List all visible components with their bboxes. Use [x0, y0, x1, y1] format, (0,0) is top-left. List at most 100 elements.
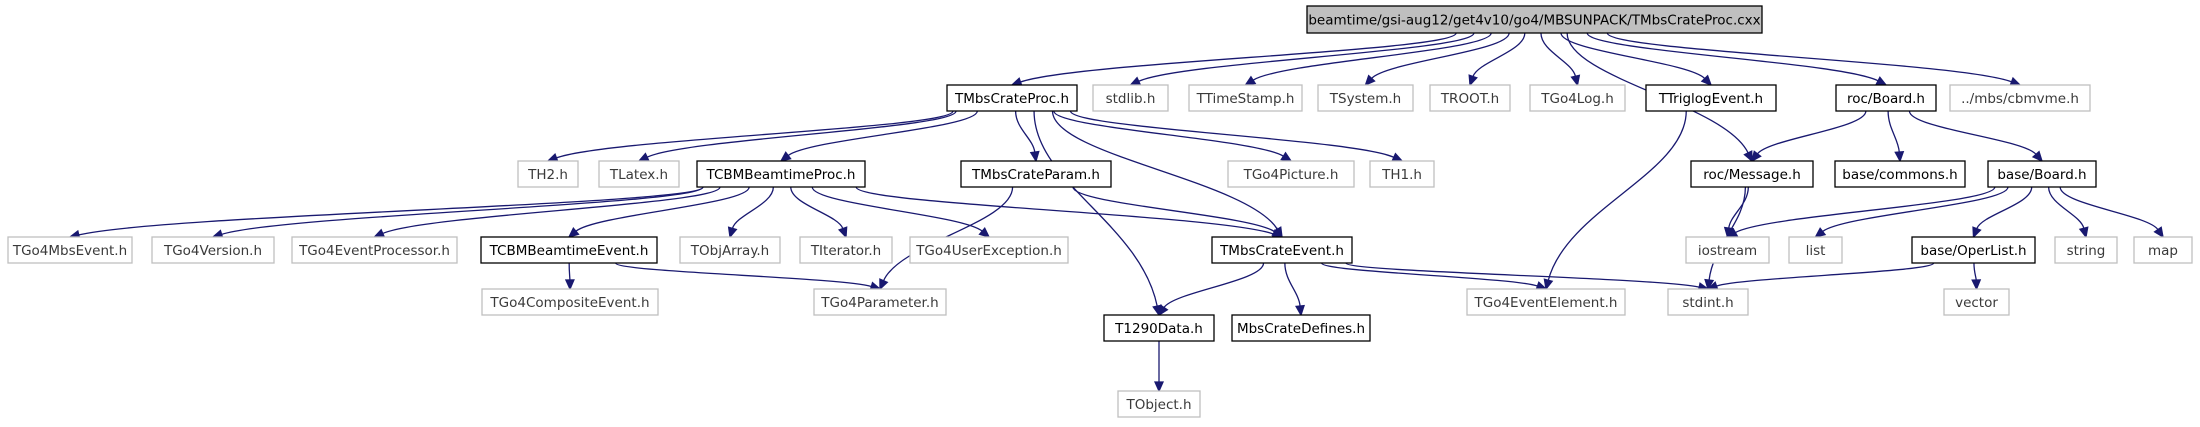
node-box	[1211, 236, 1353, 264]
node-roc-board-h[interactable]: roc/Board.h	[1835, 84, 1937, 112]
node-box	[151, 236, 275, 264]
node-root[interactable]: beamtime/gsi-aug12/get4v10/go4/MBSUNPACK…	[1306, 5, 1763, 34]
node-label: base/OperList.h	[1920, 243, 2026, 259]
node-box	[480, 236, 658, 264]
node-tcbmbeamtimeproc-h[interactable]: TCBMBeamtimeProc.h	[696, 160, 866, 188]
node-tcbmbeamtimeevent-h[interactable]: TCBMBeamtimeEvent.h	[480, 236, 658, 264]
edge-roc-board-h-to-base-board-h	[1908, 110, 2044, 163]
edge-tcbmbeamtimeproc-h-to-tgo4version-h	[211, 186, 704, 239]
node-label: TCBMBeamtimeEvent.h	[489, 243, 649, 259]
node-box	[960, 160, 1112, 188]
node-label: TIterator.h	[810, 243, 881, 259]
edge-base-operlist-h-to-vector	[1971, 262, 1982, 291]
node-tgo4parameter-h: TGo4Parameter.h	[813, 288, 947, 316]
edge-base-operlist-h-to-stdint-h	[1706, 262, 1935, 291]
node-label: TMbsCrateEvent.h	[1219, 243, 1344, 259]
edge-root-to-tmbscrateproc-h	[1010, 32, 1457, 87]
node-t1290data-h[interactable]: T1290Data.h	[1103, 314, 1215, 342]
edge-tmbscrateevent-h-to-tgo4eventelement-h	[1320, 262, 1548, 291]
edge-roc-board-h-to-base-commons-h	[1887, 110, 1905, 163]
node-roc-message-h[interactable]: roc/Message.h	[1690, 160, 1814, 188]
node-box	[1943, 288, 2010, 316]
node-box	[1949, 84, 2091, 112]
node-box	[1788, 236, 1843, 264]
node-label: TGo4CompositeEvent.h	[489, 295, 649, 311]
node-map: map	[2133, 236, 2193, 264]
node-box	[1529, 84, 1626, 112]
node-label: TROOT.h	[1440, 91, 1499, 107]
node-label: base/Board.h	[1997, 167, 2086, 183]
node-tgo4log-h: TGo4Log.h	[1529, 84, 1626, 112]
edge-base-board-h-to-string	[2047, 186, 2089, 239]
node-box	[1369, 160, 1435, 188]
node-box	[1103, 314, 1215, 342]
node-label: TObjArray.h	[690, 243, 769, 259]
node-tlatex-h: TLatex.h	[598, 160, 680, 188]
node-label: TH1.h	[1381, 167, 1422, 183]
node-label: beamtime/gsi-aug12/get4v10/go4/MBSUNPACK…	[1308, 13, 1760, 29]
node-label: TSystem.h	[1329, 91, 1401, 107]
node-box	[1667, 288, 1749, 316]
edge-tmbscrateproc-h-to-t1290data-h	[1033, 110, 1162, 317]
node-label: TGo4Log.h	[1540, 91, 1614, 107]
edge-tmbscrateproc-h-to-th2-h	[546, 110, 954, 163]
nodes-layer: beamtime/gsi-aug12/get4v10/go4/MBSUNPACK…	[7, 5, 2193, 418]
node-base-commons-h[interactable]: base/commons.h	[1834, 160, 1966, 188]
node-tsystem-h: TSystem.h	[1317, 84, 1414, 112]
node-box	[1685, 236, 1770, 264]
node-box	[598, 160, 680, 188]
node-box	[1690, 160, 1814, 188]
node-box	[1188, 84, 1303, 112]
node-label: TMbsCrateParam.h	[971, 167, 1100, 183]
node-stdint-h: stdint.h	[1667, 288, 1749, 316]
node-box	[909, 236, 1069, 264]
node-box	[1987, 160, 2097, 188]
node-label: TGo4Parameter.h	[820, 295, 938, 311]
node-label: TMbsCrateProc.h	[954, 91, 1069, 107]
edge-roc-message-h-to-stdint-h	[1704, 186, 1747, 291]
node-tgo4eventprocessor-h: TGo4EventProcessor.h	[291, 236, 458, 264]
node-ttriglogevent-h[interactable]: TTriglogEvent.h	[1645, 84, 1777, 112]
edge-tcbmbeamtimeproc-h-to-titerator-h	[790, 186, 848, 239]
edge-base-board-h-to-list	[1814, 186, 2009, 238]
node-titerator-h: TIterator.h	[799, 236, 893, 264]
node-label: string	[2067, 243, 2106, 259]
node-box	[1466, 288, 1626, 316]
node-label: TObject.h	[1125, 397, 1191, 413]
node-tmbscrateparam-h[interactable]: TMbsCrateParam.h	[960, 160, 1112, 188]
node-tgo4compositeevent-h: TGo4CompositeEvent.h	[481, 288, 659, 316]
node-box	[1834, 160, 1966, 188]
node-tmbscrateevent-h[interactable]: TMbsCrateEvent.h	[1211, 236, 1353, 264]
node-mbscratedefines-h[interactable]: MbsCrateDefines.h	[1231, 314, 1371, 342]
node-tgo4picture-h: TGo4Picture.h	[1227, 160, 1355, 188]
edge-root-to-ttimestamp-h	[1244, 32, 1492, 86]
node-label: TGo4Picture.h	[1243, 167, 1339, 183]
node-box	[1645, 84, 1777, 112]
node-box	[1227, 160, 1355, 188]
edge-roc-board-h-to-roc-message-h	[1751, 110, 1867, 163]
edge-base-board-h-to-base-operlist-h	[1972, 186, 2033, 239]
edge-ttriglogevent-h-to-tgo4eventelement-h	[1543, 110, 1687, 291]
node-box	[1231, 314, 1371, 342]
node-tmbscrateproc-h[interactable]: TMbsCrateProc.h	[946, 84, 1078, 112]
edge-root-to-tsystem-h	[1364, 32, 1510, 87]
node-label: stdlib.h	[1106, 91, 1156, 107]
node-base-board-h[interactable]: base/Board.h	[1987, 160, 2097, 188]
node-label: map	[2148, 243, 2178, 259]
node-box	[1835, 84, 1937, 112]
edge-tcbmbeamtimeproc-h-to-tobjarray-h	[727, 186, 774, 239]
node-mbs-cbmvme-h: ../mbs/cbmvme.h	[1949, 84, 2091, 112]
edge-tcbmbeamtimeproc-h-to-tmbscrateevent-h	[855, 186, 1284, 239]
edge-root-to-tgo4log-h	[1540, 32, 1581, 87]
edge-tmbscrateevent-h-to-mbscratedefines-h	[1284, 262, 1305, 317]
node-label: TGo4EventProcessor.h	[298, 243, 450, 259]
node-box	[696, 160, 866, 188]
node-tobject-h: TObject.h	[1117, 390, 1201, 418]
edge-tmbscrateevent-h-to-stdint-h	[1345, 262, 1710, 292]
node-label: TLatex.h	[609, 167, 668, 183]
node-box	[1911, 236, 2036, 264]
edge-tmbscrateproc-h-to-th1-h	[1069, 110, 1404, 162]
node-base-operlist-h[interactable]: base/OperList.h	[1911, 236, 2036, 264]
node-troot-h: TROOT.h	[1429, 84, 1511, 112]
edge-tmbscrateproc-h-to-tcbmbeamtimeproc-h	[779, 110, 978, 162]
